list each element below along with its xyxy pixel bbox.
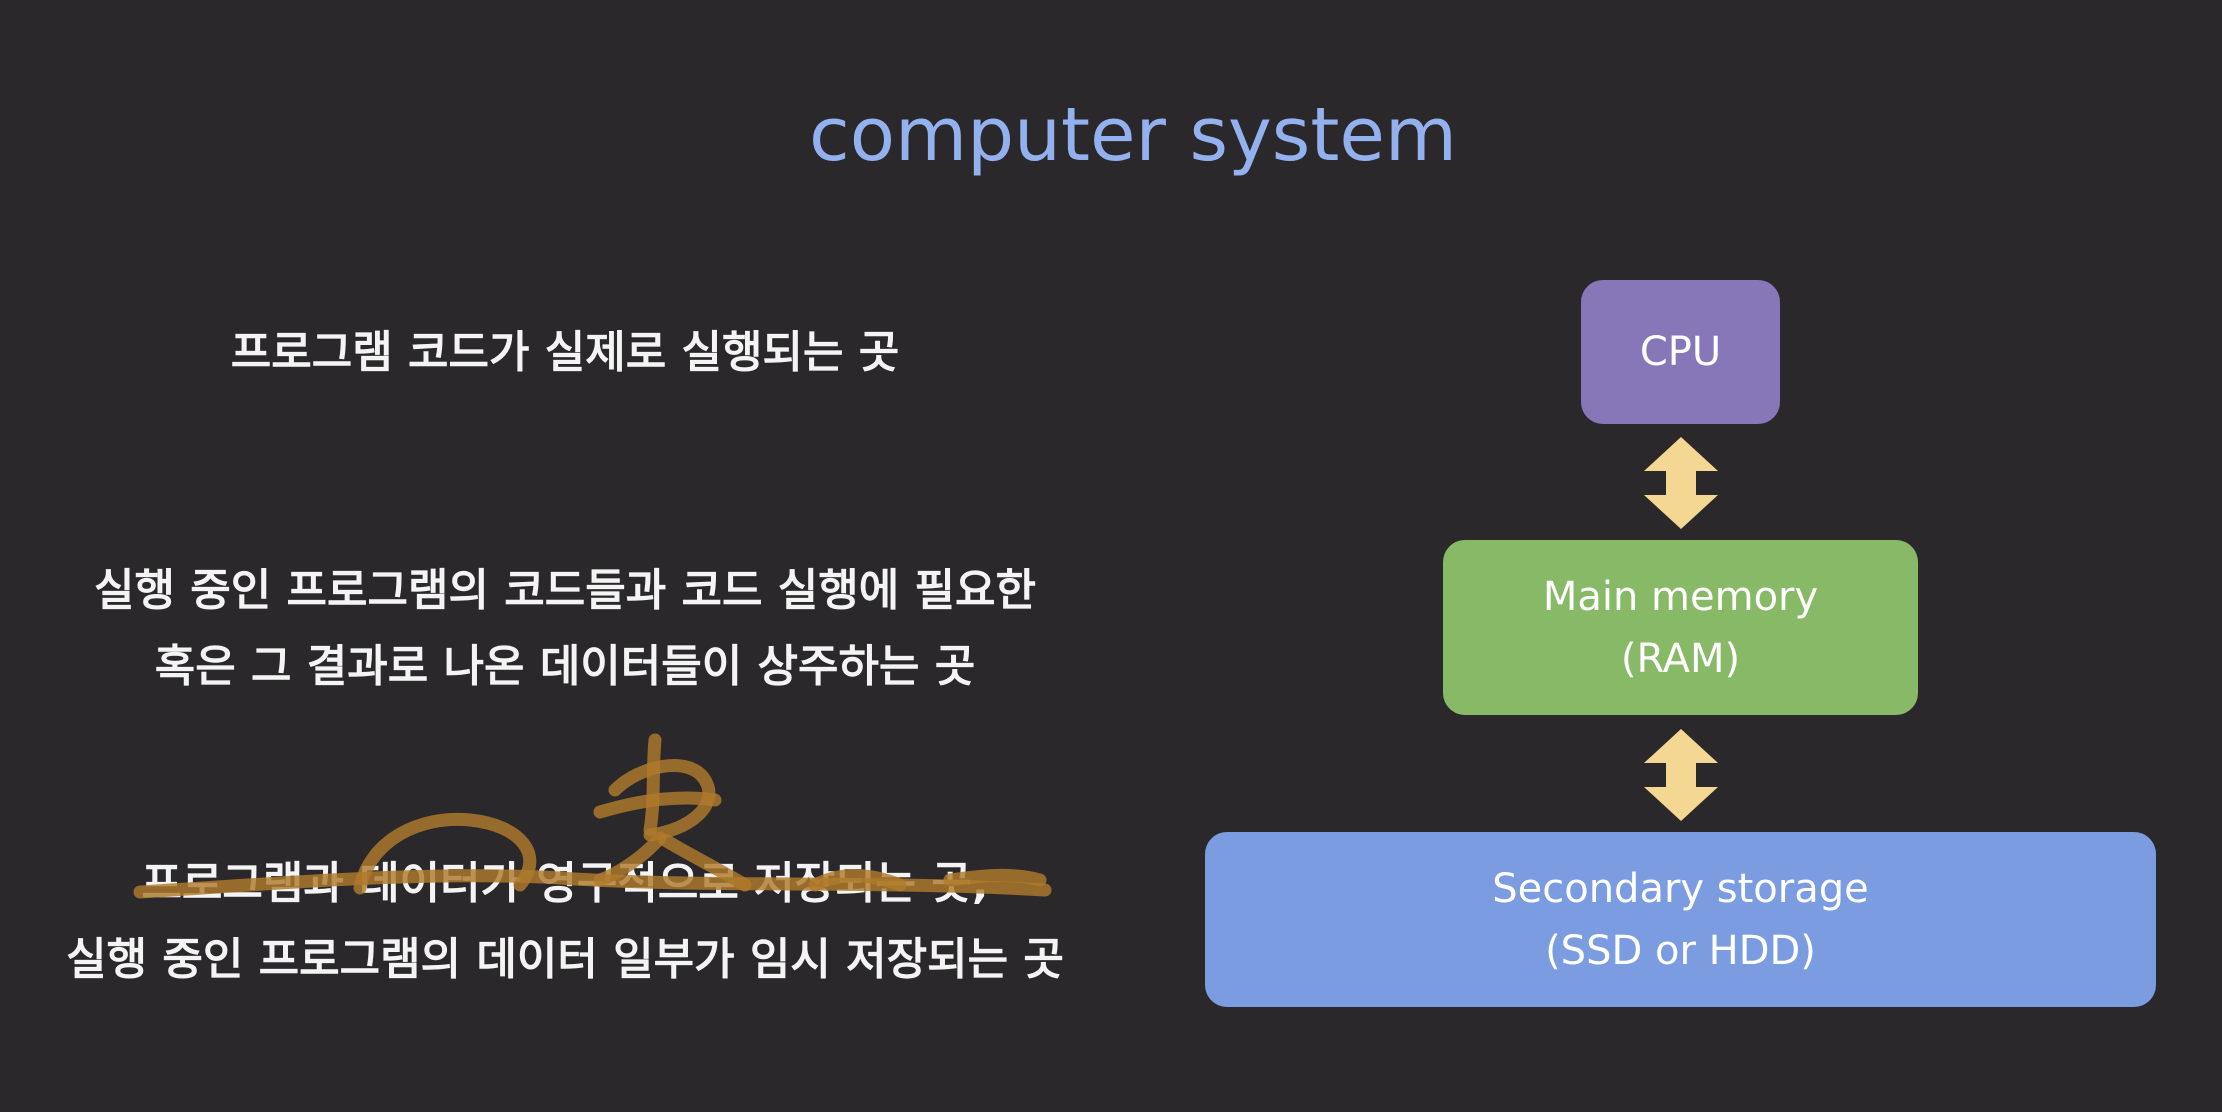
storage-label-line-1: Secondary storage — [1492, 865, 1869, 912]
storage-label-line-2: (SSD or HDD) — [1545, 927, 1816, 974]
ram-description-line-2: 혹은 그 결과로 나온 데이터들이 상주하는 곳 — [154, 641, 976, 692]
cpu-description-line: 프로그램 코드가 실제로 실행되는 곳 — [230, 327, 900, 378]
cpu-description: 프로그램 코드가 실제로 실행되는 곳 — [0, 315, 1130, 391]
ram-label-line-2: (RAM) — [1620, 635, 1741, 682]
ram-description: 실행 중인 프로그램의 코드들과 코드 실행에 필요한 혹은 그 결과로 나온 … — [0, 553, 1130, 705]
page-title: computer system — [809, 92, 1457, 178]
ram-label-line-1: Main memory — [1542, 573, 1819, 620]
main-memory-box: Main memory (RAM) — [1443, 540, 1918, 715]
cpu-label: CPU — [1639, 329, 1722, 375]
storage-description-line-2: 실행 중인 프로그램의 데이터 일부가 임시 저장되는 곳 — [66, 934, 1064, 985]
cpu-box: CPU — [1581, 280, 1780, 424]
ram-description-line-1: 실행 중인 프로그램의 코드들과 코드 실행에 필요한 — [94, 565, 1036, 616]
double-headed-arrow-icon — [1644, 437, 1718, 529]
double-headed-arrow-icon — [1644, 729, 1718, 821]
secondary-storage-box: Secondary storage (SSD or HDD) — [1205, 832, 2156, 1007]
